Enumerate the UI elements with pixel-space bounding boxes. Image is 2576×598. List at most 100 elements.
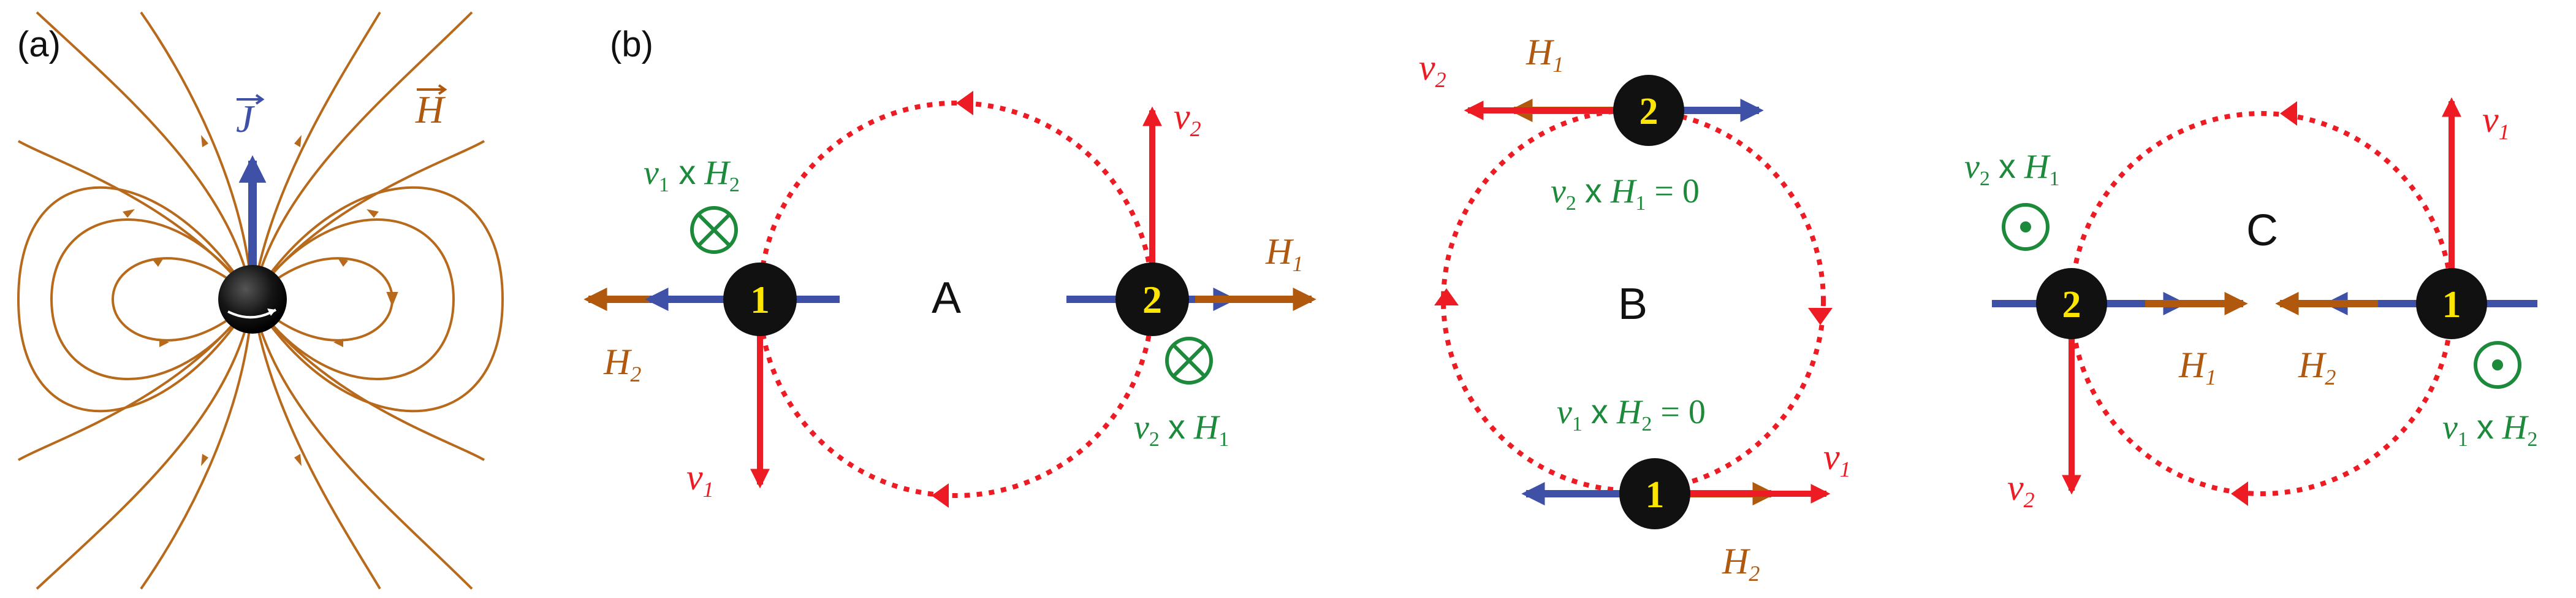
b-h2-label: H2 xyxy=(1722,541,1760,586)
svg-text:H1: H1 xyxy=(1265,231,1303,276)
field-arrowhead xyxy=(337,257,348,267)
c-force-2: v1 x H2 xyxy=(2442,407,2537,451)
field-open-10 xyxy=(251,140,485,301)
field-open-12 xyxy=(251,298,485,461)
field-open-5 xyxy=(36,299,254,590)
c-v1-label: v1 xyxy=(2482,99,2510,144)
svg-text:v1 x H2: v1 x H2 xyxy=(2442,407,2537,451)
config-c-name: C xyxy=(2246,206,2278,255)
field-open-7 xyxy=(251,299,381,590)
orbit-a-arrowhead xyxy=(956,91,973,115)
svg-text:v1: v1 xyxy=(686,457,714,502)
c-particle-1-label: 1 xyxy=(2442,284,2461,326)
config-a-name: A xyxy=(932,274,961,323)
field-arrowhead xyxy=(367,209,379,218)
b-v2-label: v2 xyxy=(1419,47,1446,92)
svg-text:v2: v2 xyxy=(2007,467,2035,512)
field-loop-right-mid xyxy=(251,218,455,380)
c-h2-label: H2 xyxy=(2298,345,2336,389)
panel-a-label: (a) xyxy=(17,25,61,64)
into-page-icon xyxy=(690,206,738,254)
out-of-page-icon xyxy=(2002,203,2050,251)
central-sphere xyxy=(218,265,287,334)
a-v2-label: v2 xyxy=(1174,96,1201,141)
b-eq-bottom: v1 x H2 = 0 xyxy=(1557,392,1706,435)
field-loop-right-inner xyxy=(251,257,398,342)
svg-text:v2 x H1 = 0: v2 x H1 = 0 xyxy=(1551,171,1700,215)
field-arrowhead xyxy=(159,339,169,347)
a-particle-2-label: 2 xyxy=(1142,278,1162,321)
a-particle-2 xyxy=(1115,263,1189,336)
field-open-9 xyxy=(17,140,254,301)
orbit-a-arrowhead xyxy=(932,483,949,508)
a-force-2: v2 x H1 xyxy=(1134,407,1229,451)
field-open-11 xyxy=(17,298,254,461)
c-h1-label: H1 xyxy=(2178,345,2216,389)
orbit-b-arrowhead xyxy=(1434,288,1459,305)
a-particle-1-label: 1 xyxy=(750,278,770,321)
field-arrowhead xyxy=(123,209,135,218)
field-loop-left-mid xyxy=(50,218,254,380)
orbit-b-arrowhead xyxy=(1808,308,1833,325)
h-vector-arrow xyxy=(417,84,447,95)
svg-text:H1: H1 xyxy=(2178,345,2216,389)
b-h1-label: H1 xyxy=(1525,32,1563,77)
j-label: J xyxy=(236,94,265,140)
svg-text:H1: H1 xyxy=(1525,32,1563,77)
field-open-2 xyxy=(140,11,254,300)
a-h1-label: H1 xyxy=(1265,231,1303,276)
spin-arrowhead xyxy=(267,309,276,316)
j-label-text: J xyxy=(236,97,255,140)
svg-text:H2: H2 xyxy=(603,342,641,386)
field-loop-left-inner xyxy=(111,257,254,342)
h-label: H xyxy=(415,84,447,131)
svg-text:v1: v1 xyxy=(2482,99,2510,144)
config-b-name: B xyxy=(1618,280,1647,329)
b-eq-top: v2 x H1 = 0 xyxy=(1551,171,1700,215)
b-particle-1 xyxy=(1619,458,1690,529)
svg-text:v2: v2 xyxy=(1174,96,1201,141)
c-particle-1 xyxy=(2416,268,2487,339)
svg-text:v2 x H1: v2 x H1 xyxy=(1964,147,2059,190)
j-vector-arrow xyxy=(237,94,265,105)
field-loop-left-outer xyxy=(17,186,254,413)
field-arrowhead xyxy=(294,135,302,147)
out-of-page-icon xyxy=(2474,341,2521,389)
c-particle-2 xyxy=(2036,268,2107,339)
field-arrowhead xyxy=(333,339,343,347)
field-loop-right-outer xyxy=(251,186,504,413)
svg-text:v2: v2 xyxy=(1419,47,1446,92)
a-force-1: v1 x H2 xyxy=(644,153,740,196)
field-open-8 xyxy=(251,299,473,590)
into-page-icon xyxy=(1165,337,1213,385)
orbit-c-arrowhead xyxy=(2231,481,2248,506)
field-lines xyxy=(17,11,504,590)
field-open-1 xyxy=(36,11,254,300)
h-label-text: H xyxy=(415,88,446,131)
a-v1-label: v1 xyxy=(686,457,714,502)
svg-text:v1: v1 xyxy=(1823,437,1851,481)
panel-b-label: (b) xyxy=(610,25,653,64)
b-particle-2-label: 2 xyxy=(1639,91,1658,132)
svg-text:v1 x H2: v1 x H2 xyxy=(644,153,740,196)
field-arrowhead xyxy=(201,135,208,147)
field-arrowhead xyxy=(294,454,302,466)
b-v1-label: v1 xyxy=(1823,437,1851,481)
config-a: A 1 2 v1 v2 H2 H1 v1 x H2 xyxy=(583,91,1316,508)
c-particle-2-label: 2 xyxy=(2062,284,2081,326)
svg-text:H2: H2 xyxy=(1722,541,1760,586)
c-v2-label: v2 xyxy=(2007,467,2035,512)
config-c: C 2 1 v2 v1 H1 H2 v2 x H1 xyxy=(1964,97,2537,512)
field-direction-marks xyxy=(123,135,379,466)
svg-text:v1 x H2 = 0: v1 x H2 = 0 xyxy=(1557,392,1706,435)
field-arrowhead xyxy=(201,454,208,466)
field-open-3 xyxy=(251,11,381,300)
field-open-6 xyxy=(140,299,254,590)
config-b: B 2 1 v2 H1 v1 H2 v2 x H1 = 0 v1 x H2 xyxy=(1419,32,1851,586)
a-particle-1 xyxy=(723,263,797,336)
field-open-4 xyxy=(251,11,473,300)
b-particle-1-label: 1 xyxy=(1646,474,1665,516)
a-h2-label: H2 xyxy=(603,342,641,386)
c-force-1: v2 x H1 xyxy=(1964,147,2059,190)
